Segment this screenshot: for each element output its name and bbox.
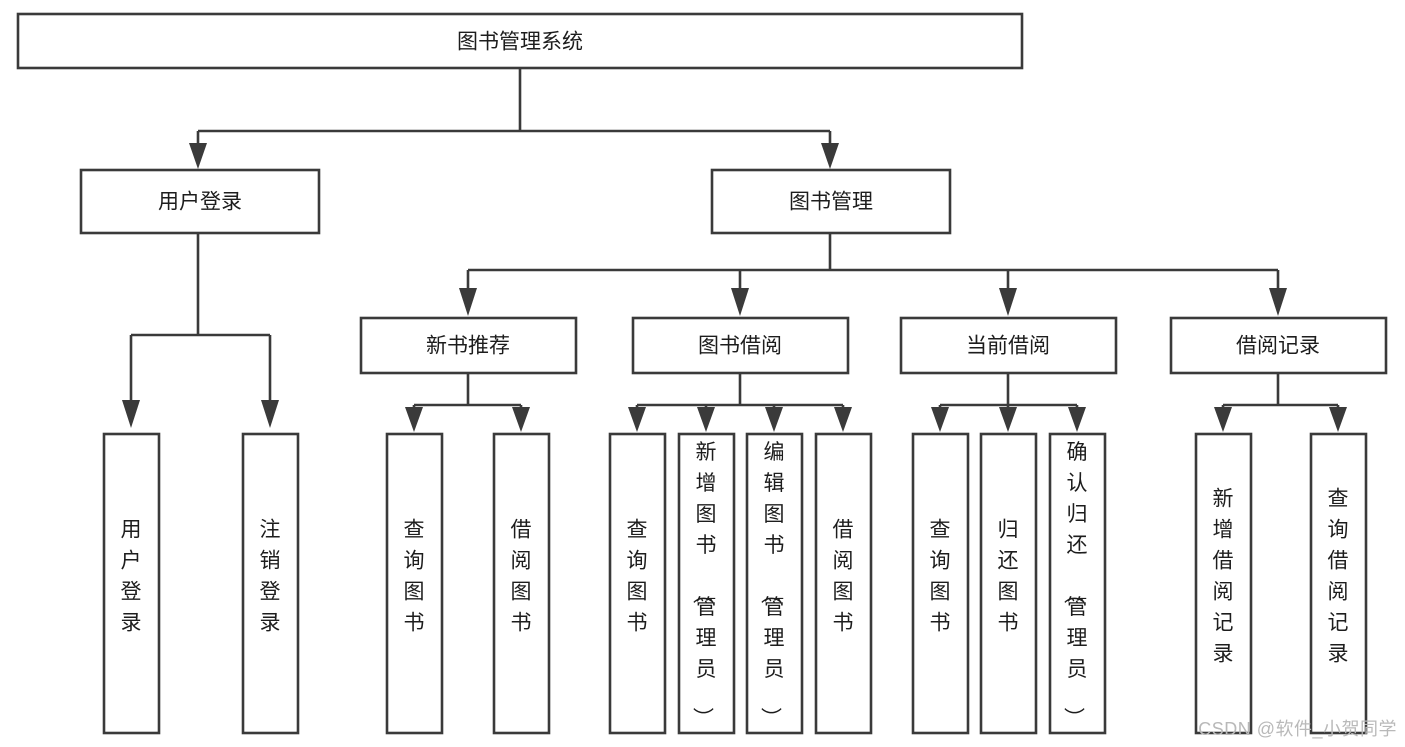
arrow-to-leaf-query-record bbox=[1329, 407, 1347, 432]
node-user-login[interactable]: 用户登录 bbox=[79, 168, 321, 235]
leaf-logout-login-box[interactable] bbox=[241, 432, 300, 735]
arrow-to-new-book-recommend bbox=[459, 288, 477, 316]
leaf-current-return-book[interactable]: 归还图书 bbox=[979, 432, 1038, 735]
node-new-book-recommend-label: 新书推荐 bbox=[426, 335, 510, 358]
leaf-recommend-borrow-book-label: 借阅图书 bbox=[511, 519, 532, 635]
arrow-to-current-borrow bbox=[999, 288, 1017, 316]
leaf-borrow-borrow-book-label: 借阅图书 bbox=[833, 519, 854, 635]
node-current-borrow[interactable]: 当前借阅 bbox=[899, 316, 1118, 375]
node-borrow-records[interactable]: 借阅记录 bbox=[1169, 316, 1388, 375]
arrow-to-book-borrow bbox=[731, 288, 749, 316]
leaf-current-confirm-return[interactable]: 确认归还（管理员） bbox=[1048, 432, 1107, 735]
leaf-borrow-add-book[interactable]: 新增图书（管理员） bbox=[677, 432, 736, 735]
leaf-records-query-record-box[interactable] bbox=[1309, 432, 1368, 735]
connector-group bbox=[122, 68, 1347, 432]
node-root[interactable]: 图书管理系统 bbox=[16, 12, 1024, 70]
leaf-records-add-record-box[interactable] bbox=[1194, 432, 1253, 735]
arrow-to-leaf-user-login bbox=[122, 400, 140, 428]
node-book-borrow-box[interactable] bbox=[631, 316, 850, 375]
leaf-current-return-book-label: 归还图书 bbox=[998, 519, 1019, 635]
leaf-current-confirm-return-box[interactable] bbox=[1048, 432, 1107, 735]
leaf-borrow-edit-book-box[interactable] bbox=[745, 432, 804, 735]
arrow-to-book-management bbox=[821, 143, 839, 169]
leaf-logout-login-label: 注销登录 bbox=[260, 519, 281, 635]
node-borrow-records-label: 借阅记录 bbox=[1236, 335, 1320, 358]
arrow-to-leaf-borrow-book-2 bbox=[834, 407, 852, 432]
node-root-label: 图书管理系统 bbox=[457, 31, 583, 54]
node-new-book-recommend-box[interactable] bbox=[359, 316, 578, 375]
node-book-management-box[interactable] bbox=[710, 168, 952, 235]
leaf-borrow-add-book-box[interactable] bbox=[677, 432, 736, 735]
node-user-login-box[interactable] bbox=[79, 168, 321, 235]
leaf-current-return-book-box[interactable] bbox=[979, 432, 1038, 735]
arrow-to-leaf-confirm-return bbox=[1068, 407, 1086, 432]
arrow-to-leaf-add-record bbox=[1214, 407, 1232, 432]
leaf-recommend-query-book-label: 查询图书 bbox=[404, 519, 425, 635]
leaf-user-login[interactable]: 用户登录 bbox=[102, 432, 161, 735]
leaf-user-login-label: 用户登录 bbox=[121, 519, 142, 635]
node-book-borrow-label: 图书借阅 bbox=[698, 335, 782, 358]
leaf-borrow-edit-book-label: 编辑图书（管理员） bbox=[759, 441, 785, 728]
leaf-borrow-borrow-book-box[interactable] bbox=[814, 432, 873, 735]
arrow-to-borrow-records bbox=[1269, 288, 1287, 316]
leaf-borrow-query-book-label: 查询图书 bbox=[627, 519, 648, 635]
node-current-borrow-box[interactable] bbox=[899, 316, 1118, 375]
node-user-login-label: 用户登录 bbox=[158, 191, 242, 214]
leaf-current-query-book-box[interactable] bbox=[911, 432, 970, 735]
arrow-to-leaf-edit-book bbox=[765, 407, 783, 432]
arrow-to-leaf-query-book-3 bbox=[931, 407, 949, 432]
leaf-recommend-borrow-book[interactable]: 借阅图书 bbox=[492, 432, 551, 735]
node-borrow-records-box[interactable] bbox=[1169, 316, 1388, 375]
leaf-records-add-record[interactable]: 新增借阅记录 bbox=[1194, 432, 1253, 735]
leaf-recommend-query-book[interactable]: 查询图书 bbox=[385, 432, 444, 735]
arrow-to-user-login bbox=[189, 143, 207, 169]
leaf-records-query-record-label: 查询借阅记录 bbox=[1328, 488, 1349, 666]
leaf-user-login-box[interactable] bbox=[102, 432, 161, 735]
arrow-to-leaf-borrow-book-1 bbox=[512, 407, 530, 432]
leaf-records-add-record-label: 新增借阅记录 bbox=[1213, 488, 1234, 666]
arrow-to-leaf-query-book-2 bbox=[628, 407, 646, 432]
node-current-borrow-label: 当前借阅 bbox=[966, 335, 1050, 358]
leaf-recommend-query-book-box[interactable] bbox=[385, 432, 444, 735]
arrow-to-leaf-logout-login bbox=[261, 400, 279, 428]
node-root-box[interactable] bbox=[16, 12, 1024, 70]
leaf-borrow-borrow-book[interactable]: 借阅图书 bbox=[814, 432, 873, 735]
leaf-recommend-borrow-book-box[interactable] bbox=[492, 432, 551, 735]
node-book-management-label: 图书管理 bbox=[789, 191, 873, 214]
arrow-to-leaf-return-book bbox=[999, 407, 1017, 432]
leaf-records-query-record[interactable]: 查询借阅记录 bbox=[1309, 432, 1368, 735]
leaf-current-confirm-return-label: 确认归还（管理员） bbox=[1062, 441, 1088, 728]
leaf-borrow-edit-book[interactable]: 编辑图书（管理员） bbox=[745, 432, 804, 735]
leaf-borrow-add-book-label: 新增图书（管理员） bbox=[691, 441, 717, 728]
node-new-book-recommend[interactable]: 新书推荐 bbox=[359, 316, 578, 375]
leaf-current-query-book[interactable]: 查询图书 bbox=[911, 432, 970, 735]
node-book-borrow[interactable]: 图书借阅 bbox=[631, 316, 850, 375]
leaf-borrow-query-book-box[interactable] bbox=[608, 432, 667, 735]
leaf-current-query-book-label: 查询图书 bbox=[930, 519, 951, 635]
arrow-to-leaf-add-book bbox=[697, 407, 715, 432]
node-book-management[interactable]: 图书管理 bbox=[710, 168, 952, 235]
leaf-borrow-query-book[interactable]: 查询图书 bbox=[608, 432, 667, 735]
leaf-logout-login[interactable]: 注销登录 bbox=[241, 432, 300, 735]
arrow-to-leaf-query-book-1 bbox=[405, 407, 423, 432]
